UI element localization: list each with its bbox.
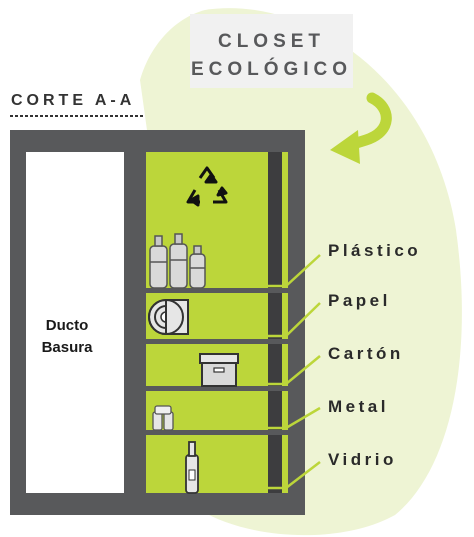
shelf (146, 339, 294, 344)
paper-roll-icon (148, 299, 189, 335)
leader-papel (268, 302, 321, 338)
leader-vidrio (268, 461, 321, 490)
right-panel (282, 152, 288, 493)
category-label-plastico: Plástico (328, 241, 422, 260)
middle-column (124, 130, 146, 515)
cardboard-box-icon (199, 353, 239, 387)
category-label-papel: Papel (328, 291, 391, 310)
title-box: CLOSET ECOLÓGICO (190, 14, 353, 88)
recycle-icon (186, 166, 228, 207)
right-post (268, 152, 282, 493)
leader-lines (268, 254, 321, 490)
duct-label-line-2: Basura (41, 339, 93, 356)
category-label-metal: Metal (328, 397, 389, 416)
bottom-slab (10, 493, 305, 515)
category-label-vidrio: Vidrio (328, 450, 397, 469)
title-line-1: CLOSET (217, 31, 326, 52)
shelf (146, 430, 294, 435)
category-label-carton: Cartón (328, 344, 404, 363)
leader-carton (268, 355, 321, 386)
glass-bottle-icon (185, 441, 199, 494)
leader-plastico (268, 254, 321, 288)
duct-label-line-1: Ducto (45, 317, 89, 334)
right-wall (288, 130, 305, 515)
duct-label: Ducto Basura (28, 315, 106, 359)
cans-icon (152, 405, 174, 431)
section-label: CORTE A-A (11, 92, 136, 109)
shelf (146, 288, 294, 293)
bottles-icon (149, 233, 206, 289)
top-slab (10, 130, 305, 152)
shelf (146, 386, 294, 391)
left-wall (10, 130, 26, 515)
leader-metal (268, 406, 321, 430)
title-line-2: ECOLÓGICO (190, 59, 353, 80)
duct-shaft (26, 152, 124, 493)
curved-arrow-icon (330, 92, 392, 164)
